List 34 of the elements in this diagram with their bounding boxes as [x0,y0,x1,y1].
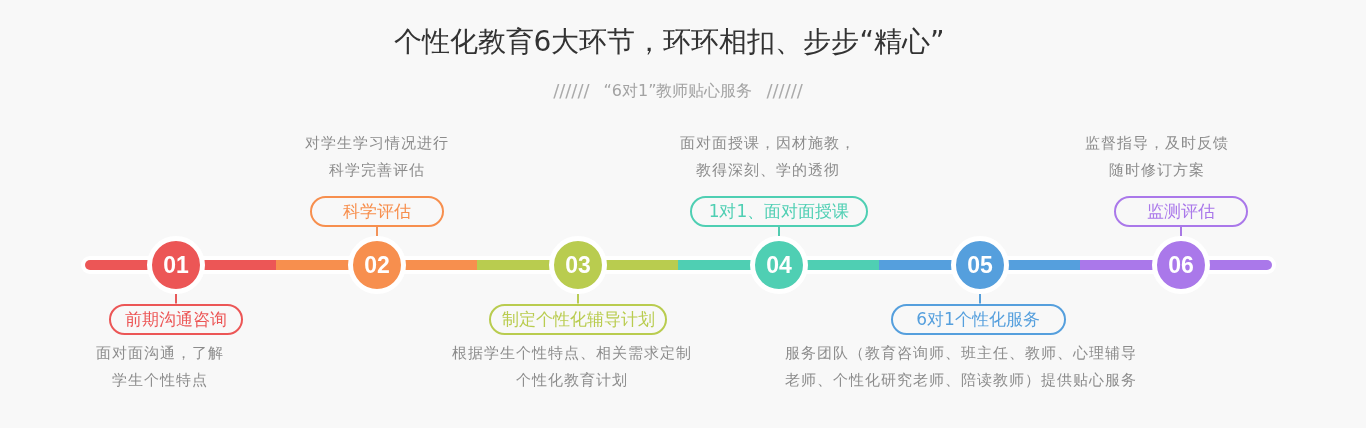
connector-line [979,293,981,305]
connector-line [778,225,780,237]
step-label-pill [109,303,243,335]
title: 个性化教育6大环节，环环相扣、步步“精心” [393,24,945,60]
step-label-pill [489,303,667,335]
step-description: 服务团队（教育咨询师、班主任、教师、心理辅导老师、个性化研究老师、陪读教师）提供贴心服务 [784,343,1138,391]
step-title: 科学评估 [343,200,411,222]
step-description: 面对面沟通，了解学生个性特点 [95,343,225,391]
step-title: 制定个性化辅导计划 [501,308,655,330]
slash-divider: ////// [553,79,590,103]
subtitle: “6对1”教师贴心服务 [603,80,753,102]
step-title: 6对1个性化服务 [916,308,1040,330]
step-title: 前期沟通咨询 [125,308,227,330]
step-description: 根据学生个性特点、相关需求定制个性化教育计划 [451,343,693,391]
step-label-pill [890,303,1066,335]
step-description: 监督指导，及时反馈随时修订方案 [1084,133,1230,181]
slash-divider: ////// [766,79,803,103]
connector-line [577,293,579,305]
step-number: 03 [565,253,591,277]
step-description: 对学生学习情况进行科学完善评估 [304,133,450,181]
step-label-pill [310,195,444,227]
step-number: 01 [163,253,189,277]
connector-line [1180,225,1182,237]
step-description: 面对面授课，因材施教，教得深刻、学的透彻 [679,133,857,181]
connector-line [175,293,177,305]
step-number: 04 [766,253,792,277]
step-title: 监测评估 [1147,200,1215,222]
step-number: 06 [1168,253,1194,277]
step-label-pill [690,195,868,227]
step-number: 05 [967,253,993,277]
step-number: 02 [364,253,390,277]
step-label-pill [1114,195,1248,227]
connector-line [376,225,378,237]
step-title: 1对1、面对面授课 [708,200,850,222]
